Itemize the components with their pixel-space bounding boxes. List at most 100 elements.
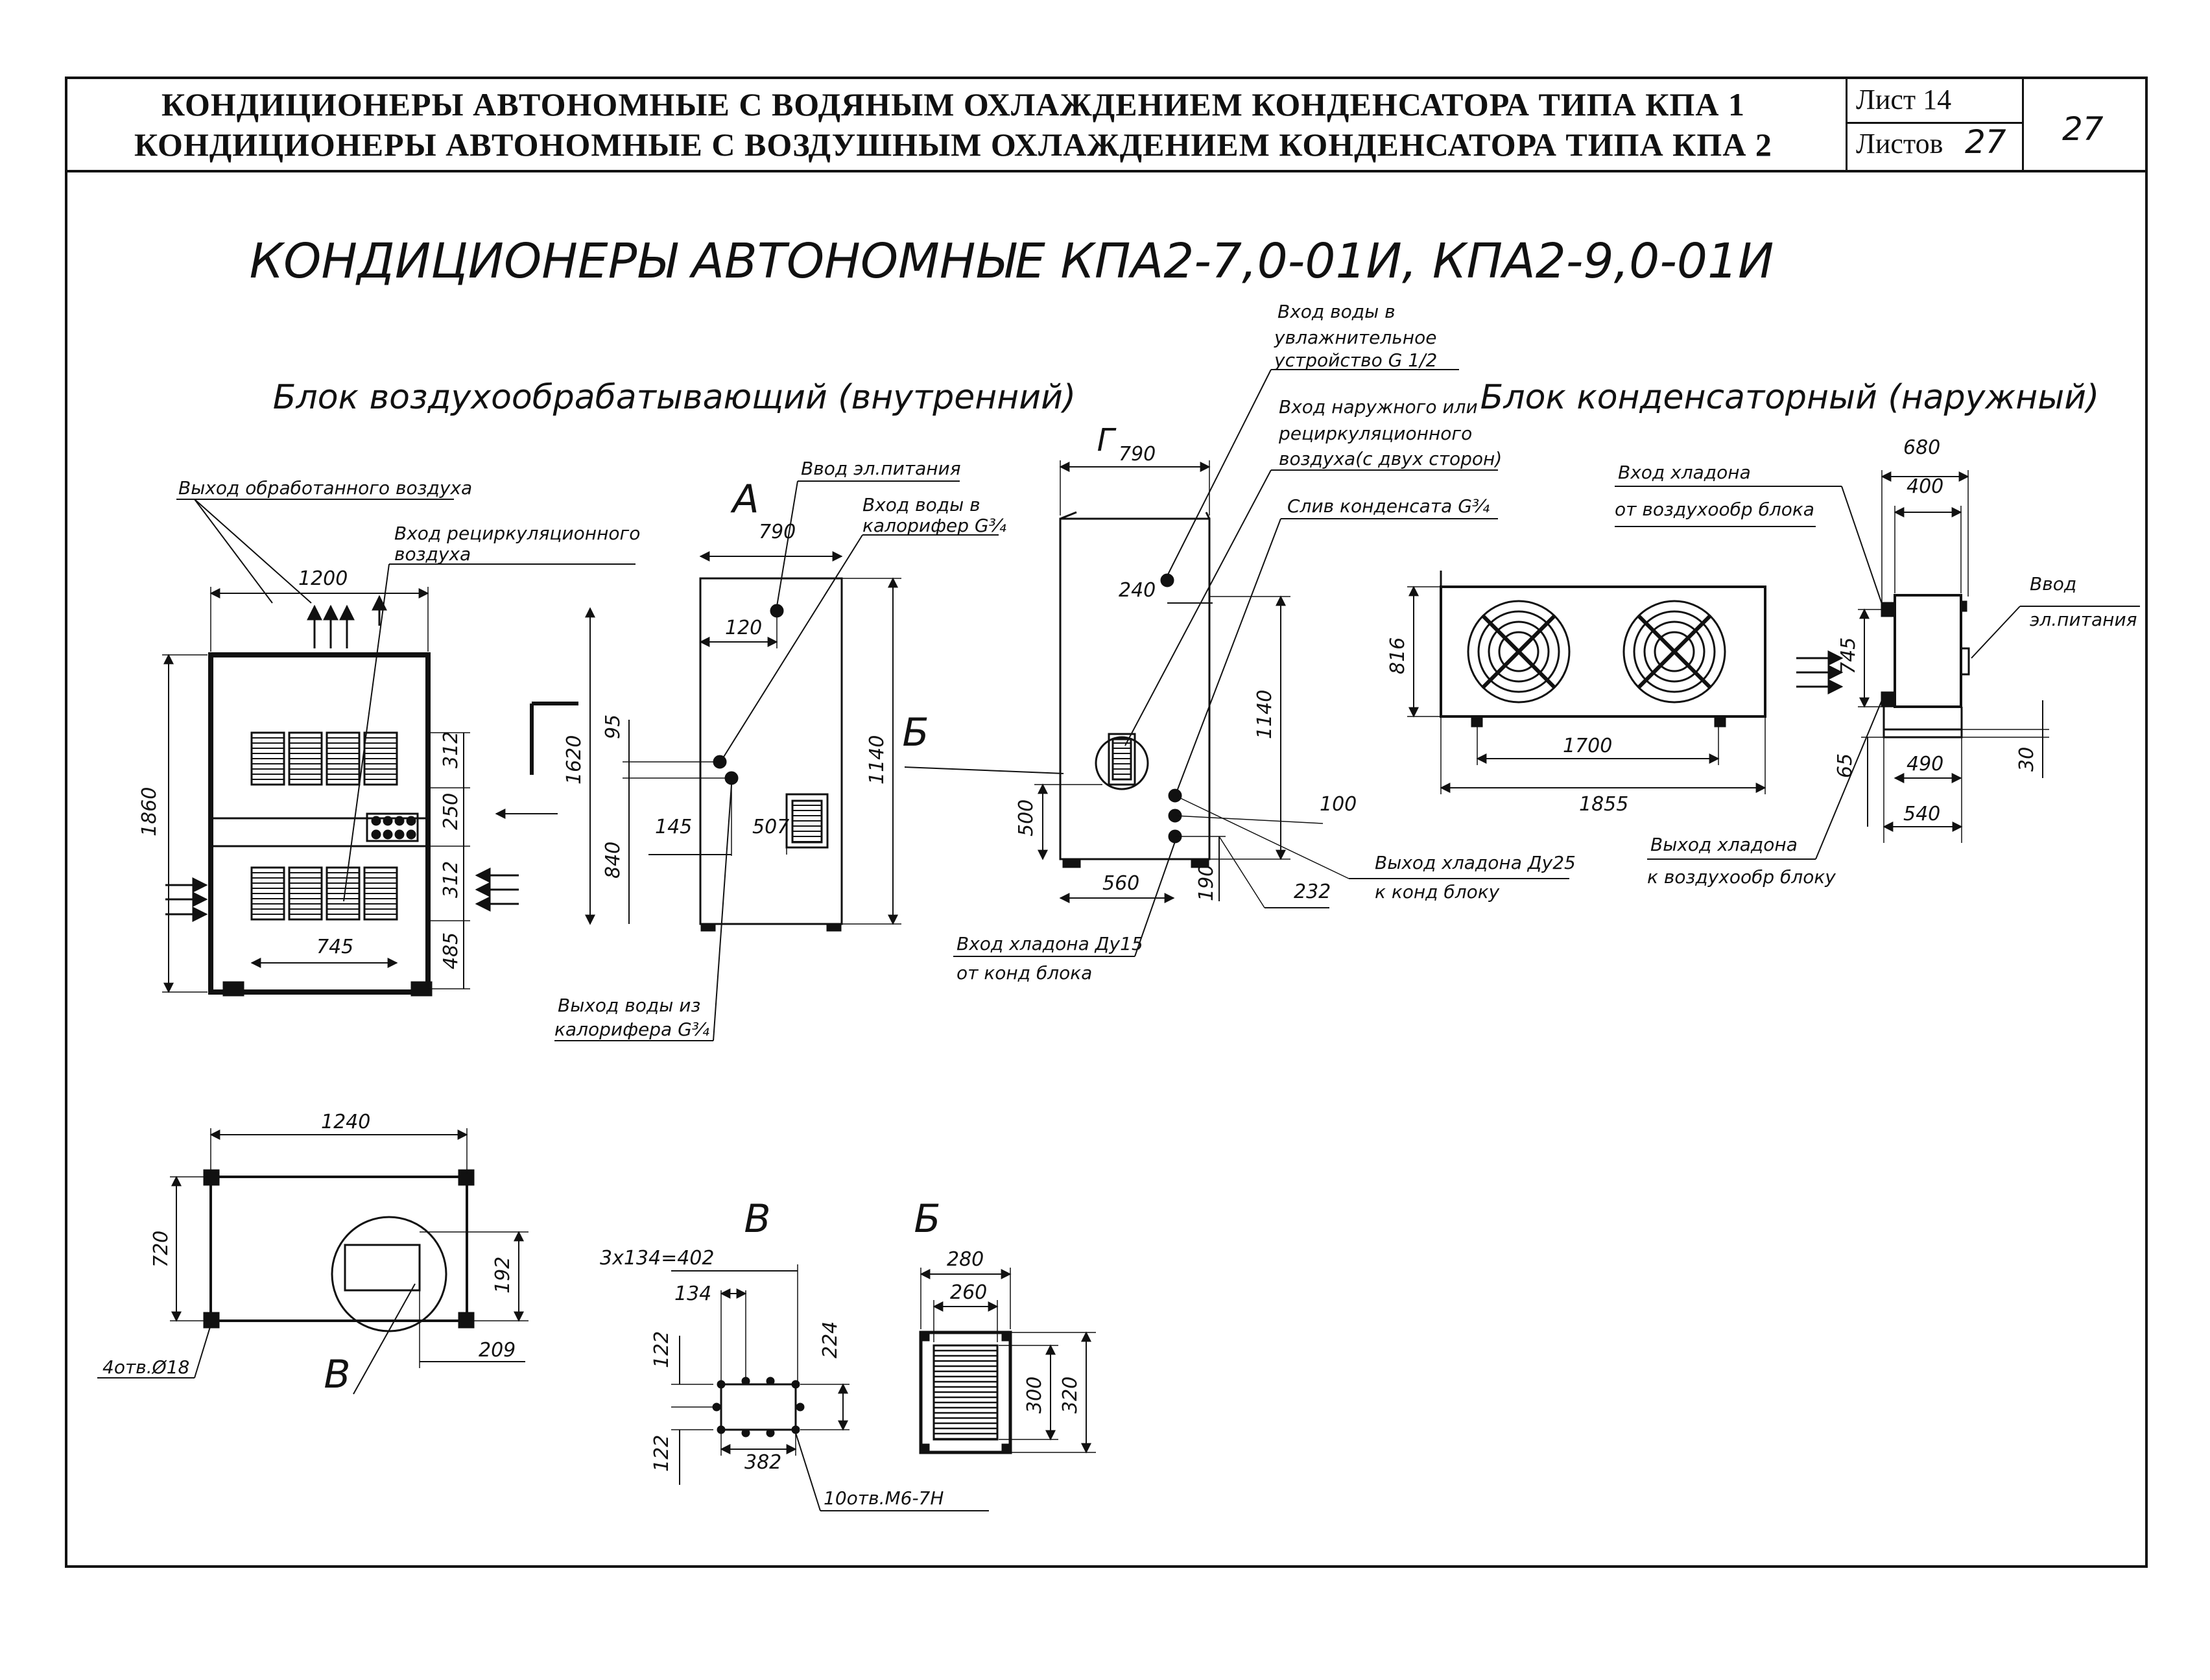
note-cond-freon-in-1: Вход хладона xyxy=(1618,462,1751,483)
dim-790a: 790 xyxy=(759,521,796,543)
dim-134: 134 xyxy=(674,1283,711,1305)
sheets-value: 27 xyxy=(1965,123,2006,161)
view-label-b: Б xyxy=(902,710,929,755)
dim-312a: 312 xyxy=(440,731,462,768)
condenser-side-view xyxy=(1615,470,2140,860)
dim-95: 95 xyxy=(602,715,624,739)
note-condensate: Слив конденсата G¾ xyxy=(1287,495,1490,517)
note-water-in-1: Вход воды в xyxy=(862,494,980,515)
note-cond-freon-out-1: Выход хладона xyxy=(1650,834,1798,855)
dim-507: 507 xyxy=(752,816,789,838)
dim-192: 192 xyxy=(492,1257,514,1294)
dim-224: 224 xyxy=(819,1321,842,1358)
page-number: 27 xyxy=(2062,110,2104,148)
fan-right-icon xyxy=(1622,600,1726,704)
dim-500: 500 xyxy=(1015,799,1038,836)
dim-1855: 1855 xyxy=(1579,793,1628,816)
dim-1620: 1620 xyxy=(563,735,586,785)
dim-745b: 745 xyxy=(1837,637,1860,674)
dim-232: 232 xyxy=(1294,881,1331,903)
dim-485: 485 xyxy=(440,932,462,969)
note-cond-freon-out-2: к воздухообр блоку xyxy=(1647,866,1836,888)
view-label-v-plan: В xyxy=(324,1352,350,1397)
dim-100: 100 xyxy=(1320,793,1357,816)
view-label-a: А xyxy=(730,477,759,522)
note-water-out-1: Выход воды из xyxy=(558,995,700,1016)
dim-1700: 1700 xyxy=(1563,735,1612,757)
note-holes-frame: 4отв.Ø18 xyxy=(102,1356,189,1378)
plan-view xyxy=(97,1128,529,1395)
dim-145: 145 xyxy=(655,816,692,838)
indoor-block-title: Блок воздухообрабатывающий (внутренний) xyxy=(273,378,1076,417)
dim-312b: 312 xyxy=(440,861,462,898)
view-label-g: Г xyxy=(1097,422,1117,458)
dim-840: 840 xyxy=(602,842,624,879)
dim-122a: 122 xyxy=(650,1331,673,1368)
dim-490: 490 xyxy=(1907,753,1943,775)
note-humid-2: увлажнительное xyxy=(1274,327,1436,348)
main-title: КОНДИЦИОНЕРЫ АВТОНОМНЫЕ КПА2-7,0-01И, КП… xyxy=(250,233,1774,289)
dim-720: 720 xyxy=(150,1231,172,1268)
view-g xyxy=(953,369,1569,957)
note-recirc-2: воздуха xyxy=(394,543,471,565)
drawing-frame xyxy=(65,77,2148,1568)
dim-1860: 1860 xyxy=(138,787,161,836)
dim-816: 816 xyxy=(1386,637,1409,674)
dim-3x134: 3x134=402 xyxy=(600,1247,715,1270)
view-b-grille xyxy=(919,1268,1096,1454)
note-air-out: Выход обработанного воздуха xyxy=(178,477,472,499)
note-freon-in-1: Вход хладона Ду15 xyxy=(956,933,1143,954)
dim-400: 400 xyxy=(1907,475,1943,498)
dim-250: 250 xyxy=(440,793,462,830)
dim-122b: 122 xyxy=(650,1435,673,1472)
dim-209: 209 xyxy=(479,1339,516,1362)
note-water-in-2: калорифер G¾ xyxy=(862,515,1006,536)
dim-1140b: 1140 xyxy=(1254,690,1276,739)
note-cond-power-2: эл.питания xyxy=(2030,609,2137,630)
dim-190: 190 xyxy=(1195,864,1218,901)
section-b-pointer xyxy=(904,766,1064,774)
note-freon-out-1: Выход хладона Ду25 xyxy=(1375,852,1576,873)
note-cond-power-1: Ввод xyxy=(2030,573,2076,595)
dim-240: 240 xyxy=(1119,579,1156,602)
dim-560: 560 xyxy=(1102,872,1139,895)
header-divider xyxy=(65,170,2148,172)
condenser-front-view xyxy=(1407,571,1766,794)
note-humid-1: Вход воды в xyxy=(1277,301,1396,322)
dim-680: 680 xyxy=(1903,436,1940,459)
note-outside-air-1: Вход наружного или xyxy=(1279,396,1478,418)
view-label-v: В xyxy=(744,1196,770,1242)
view-a xyxy=(495,480,999,1041)
header-title-line2: КОНДИЦИОНЕРЫ АВТОНОМНЫЕ С ВОЗДУШНЫМ ОХЛА… xyxy=(134,126,1772,163)
note-humid-3: устройство G 1/2 xyxy=(1274,349,1437,371)
note-outside-air-2: рециркуляционного xyxy=(1278,423,1472,444)
dim-1140a: 1140 xyxy=(866,735,888,785)
note-water-out-2: калорифера G¾ xyxy=(554,1019,709,1040)
dim-1200: 1200 xyxy=(298,567,348,590)
dim-745a: 745 xyxy=(316,936,353,958)
header-cell-hline xyxy=(1846,122,2022,124)
view-label-b-detail: Б xyxy=(914,1196,940,1242)
view-v-flange xyxy=(671,1264,989,1511)
dim-540: 540 xyxy=(1903,803,1940,825)
indoor-front-view xyxy=(162,499,636,997)
outdoor-block-title: Блок конденсаторный (наружный) xyxy=(1480,378,2100,417)
note-holes-flange: 10отв.М6-7Н xyxy=(824,1487,944,1509)
dim-790b: 790 xyxy=(1119,443,1156,466)
dim-320: 320 xyxy=(1059,1377,1082,1414)
dim-1240: 1240 xyxy=(321,1111,370,1133)
dim-280: 280 xyxy=(947,1248,984,1271)
dim-30: 30 xyxy=(2015,747,2038,772)
dim-65: 65 xyxy=(1834,753,1857,778)
note-recirc-1: Вход рециркуляционного xyxy=(394,523,640,544)
fan-left-icon xyxy=(1467,600,1571,704)
sheet-label: Лист 14 xyxy=(1856,84,1952,115)
sheets-label: Листов xyxy=(1856,128,1943,160)
note-outside-air-3: воздуха(с двух сторон) xyxy=(1279,448,1502,469)
dim-260: 260 xyxy=(950,1281,987,1304)
header-title-line1: КОНДИЦИОНЕРЫ АВТОНОМНЫЕ С ВОДЯНЫМ ОХЛАЖД… xyxy=(161,86,1745,123)
note-freon-out-2: к конд блоку xyxy=(1375,881,1500,903)
dim-120: 120 xyxy=(725,617,762,639)
note-cond-freon-in-2: от воздухообр блока xyxy=(1615,499,1814,520)
